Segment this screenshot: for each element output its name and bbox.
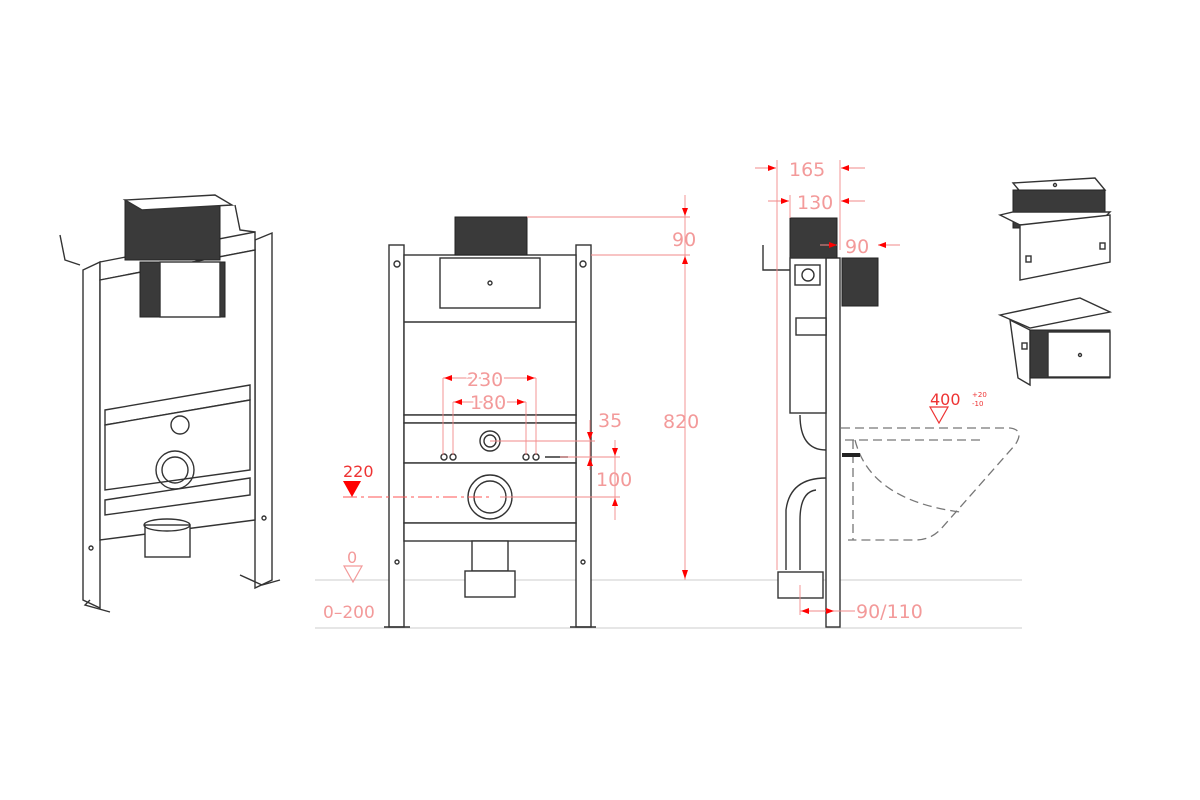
dim-inner-bolt-spacing: 180 xyxy=(470,392,506,414)
dim-floor-level: 0 xyxy=(347,548,357,567)
dim-outer-bolt-spacing: 230 xyxy=(467,369,503,391)
dim-seat-height: 400 xyxy=(930,390,961,409)
flush-plate-detail-top xyxy=(997,177,1112,281)
dim-plate-offset: 90 xyxy=(845,236,869,258)
dim-outlet-height: 220 xyxy=(343,462,374,481)
side-view xyxy=(762,217,1020,628)
dim-bolt-to-outlet: 100 xyxy=(596,469,632,491)
flush-plate-detail-bottom xyxy=(997,297,1113,387)
dim-frame-height: 820 xyxy=(663,411,699,433)
dim-depth-total: 165 xyxy=(789,159,825,181)
dim-top-box-height: 90 xyxy=(672,229,696,251)
side-cistern-box xyxy=(789,217,838,259)
level-marker-hollow-icon xyxy=(342,565,364,584)
floor-lines xyxy=(315,579,1022,629)
dim-leg-adjustment: 0–200 xyxy=(323,603,375,623)
dim-bolt-to-bracket: 35 xyxy=(598,410,622,432)
front-cistern-box xyxy=(454,216,528,256)
dim-depth-frame: 130 xyxy=(797,192,833,214)
dim-seat-tol-minus: -10 xyxy=(972,400,983,408)
isometric-frame xyxy=(59,194,281,613)
dim-seat-tol-plus: +20 xyxy=(972,391,987,399)
dim-pipe-offset: 90/110 xyxy=(856,601,923,623)
front-dimensions: 90 820 230 180 35 100 220 0 0–200 xyxy=(323,195,699,623)
front-view xyxy=(384,216,596,628)
level-marker-filled-icon xyxy=(343,481,361,497)
side-dimensions: 165 130 90 90/110 400 +20 -10 xyxy=(755,159,987,623)
seat-level-marker-icon xyxy=(928,406,950,425)
